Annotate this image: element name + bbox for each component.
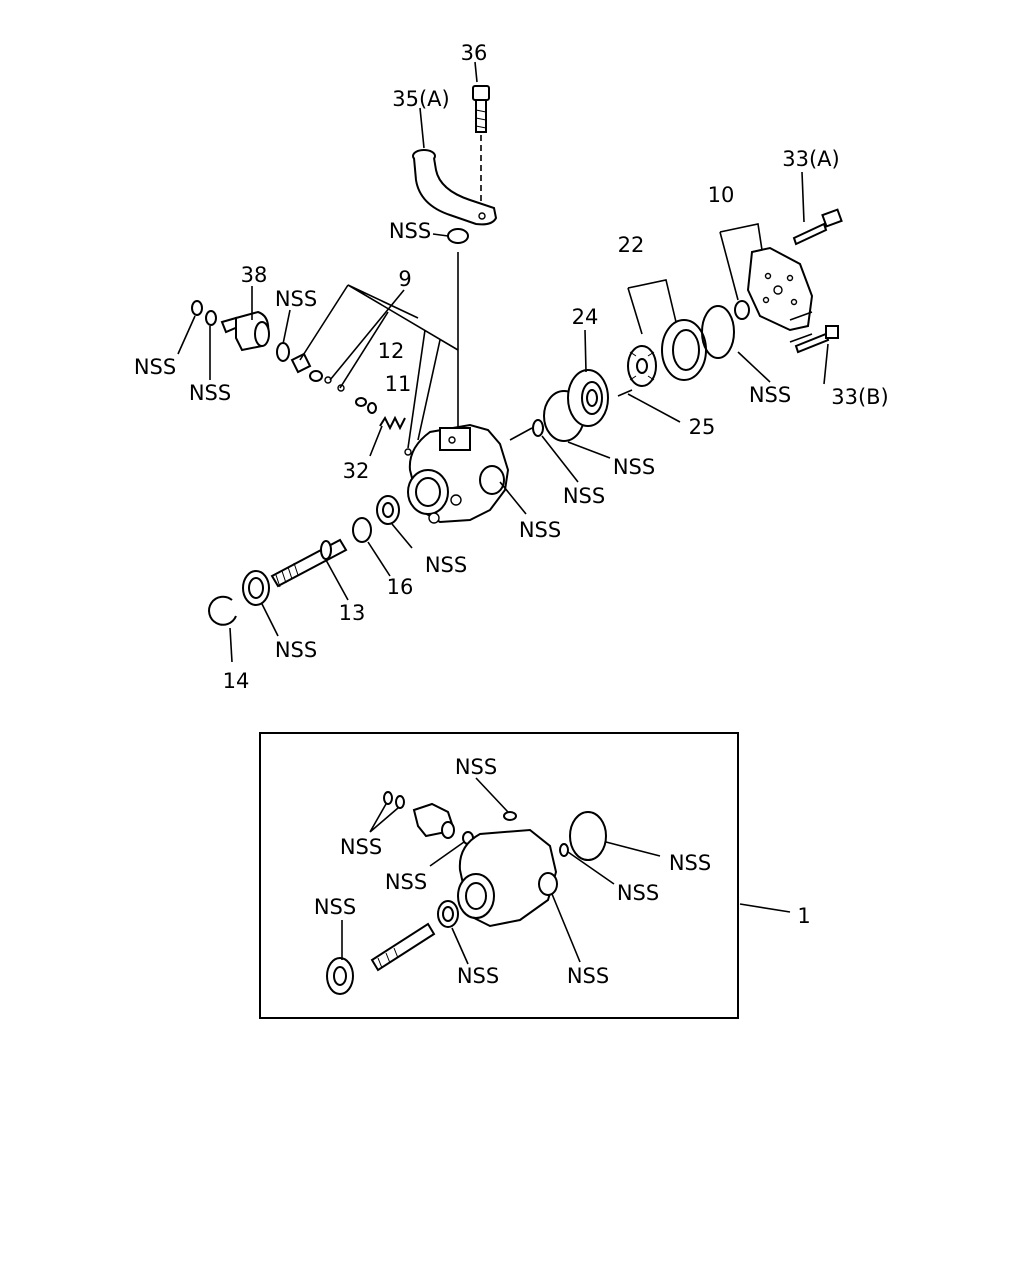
label-inset-nss-seal-inner: NSS <box>457 964 499 988</box>
label-33b: 33(B) <box>831 385 889 409</box>
label-36: 36 <box>461 41 488 65</box>
part-25-pin[interactable] <box>617 389 633 397</box>
label-33a: 33(A) <box>782 147 839 171</box>
part-35a-pipe[interactable] <box>412 149 498 226</box>
part-22-rotor[interactable] <box>627 345 657 387</box>
part-10-cover[interactable] <box>746 246 814 332</box>
nss-oring-left-1[interactable] <box>191 300 203 316</box>
label-inset-nss-top: NSS <box>455 755 497 779</box>
inset-assembly-1[interactable] <box>259 732 739 1019</box>
label-nss-large-oring-pump: NSS <box>613 455 655 479</box>
label-nss-connector-oring: NSS <box>275 287 317 311</box>
part-33b-bolt[interactable] <box>794 325 839 354</box>
label-nss-shaft-seal-outer: NSS <box>275 638 317 662</box>
label-24: 24 <box>572 305 599 329</box>
label-38: 38 <box>241 263 268 287</box>
nss-cover-oring[interactable] <box>701 305 735 359</box>
part-24-side-plate[interactable] <box>567 369 609 427</box>
pump-body[interactable] <box>407 423 510 524</box>
label-1: 1 <box>797 904 810 928</box>
label-inset-nss-connector: NSS <box>385 870 427 894</box>
part-36-bolt[interactable] <box>472 85 490 133</box>
label-inset-nss-body: NSS <box>567 964 609 988</box>
label-nss-pipe-oring: NSS <box>389 219 431 243</box>
label-nss-pump-body: NSS <box>519 518 561 542</box>
label-11: 11 <box>385 372 412 396</box>
label-nss-small-oring-pump: NSS <box>563 484 605 508</box>
part-32-spring[interactable] <box>379 415 406 431</box>
label-12: 12 <box>378 339 405 363</box>
nss-pipe-oring[interactable] <box>447 228 469 244</box>
label-13: 13 <box>339 601 366 625</box>
nss-oring-left-2[interactable] <box>205 310 217 326</box>
label-32: 32 <box>343 459 370 483</box>
label-nss-oring-left-1: NSS <box>134 355 176 379</box>
label-14: 14 <box>223 669 250 693</box>
part-10-seal[interactable] <box>734 300 750 320</box>
nss-small-oring-pump[interactable] <box>532 419 544 437</box>
part-16-ring[interactable] <box>352 517 372 543</box>
label-nss-oring-left-2: NSS <box>189 381 231 405</box>
part-9-ball[interactable] <box>404 448 412 456</box>
nss-connector-oring[interactable] <box>276 342 290 362</box>
label-25: 25 <box>689 415 716 439</box>
label-nss-cover-oring: NSS <box>749 383 791 407</box>
label-inset-nss-large-oring: NSS <box>669 851 711 875</box>
part-9-valve-group[interactable] <box>290 352 345 392</box>
part-11[interactable] <box>367 402 377 414</box>
part-14-snap-ring[interactable] <box>208 595 237 626</box>
nss-shaft-seal-inner[interactable] <box>376 495 400 525</box>
label-inset-nss-seal-outer: NSS <box>314 895 356 919</box>
label-16: 16 <box>387 575 414 599</box>
part-38-connector[interactable] <box>220 310 270 352</box>
nss-shaft-seal-outer[interactable] <box>242 570 270 606</box>
label-inset-nss-small-oring: NSS <box>617 881 659 905</box>
part-33a-bolt[interactable] <box>792 208 843 246</box>
label-22: 22 <box>618 233 645 257</box>
label-10: 10 <box>708 183 735 207</box>
part-22-cam-ring[interactable] <box>661 319 707 381</box>
label-9: 9 <box>398 267 411 291</box>
part-12[interactable] <box>355 397 367 407</box>
label-35a: 35(A) <box>392 87 449 111</box>
part-13-shaft[interactable] <box>270 538 348 588</box>
label-inset-nss-orings: NSS <box>340 835 382 859</box>
label-nss-shaft-seal-inner: NSS <box>425 553 467 577</box>
